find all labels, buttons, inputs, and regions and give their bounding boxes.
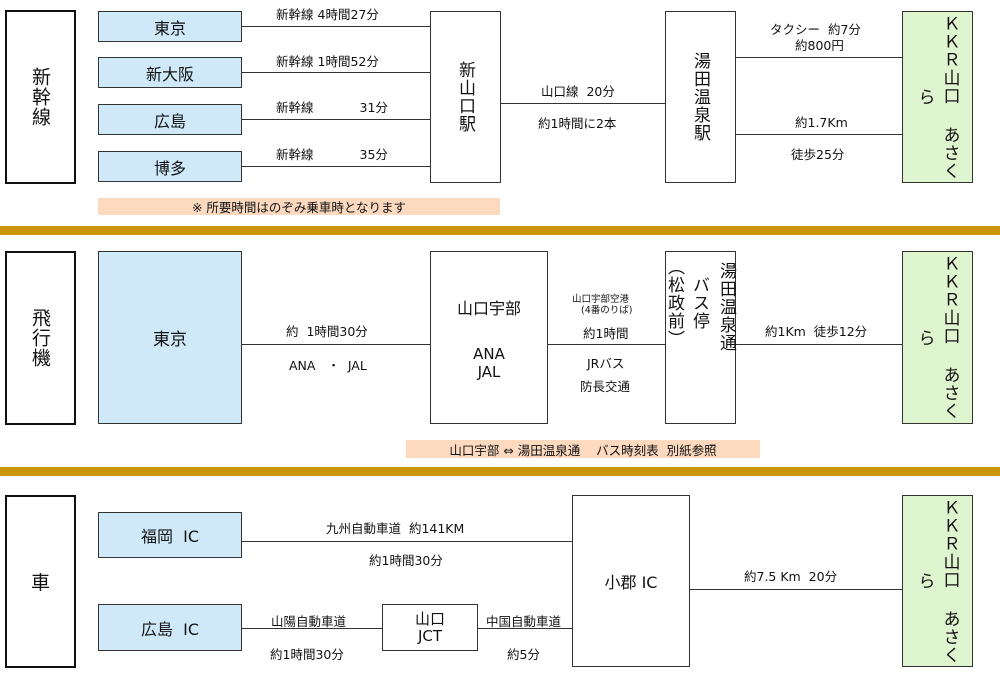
origin-tokyo: 東京 [98, 11, 242, 42]
route-line-1 [242, 26, 430, 27]
taxi-label: タクシー 約7分 [770, 22, 861, 37]
chugoku-expressway-label: 中国自動車道 [486, 614, 562, 629]
origin-hiroshima: 広島 [98, 104, 242, 135]
bus-stop-label: バス停 [689, 276, 709, 330]
route-label-2: 新幹線 1時間52分 [276, 54, 379, 69]
yuda-onsen-station: 湯田温泉駅 [665, 11, 736, 183]
yamaguchi-line-frequency: 約1時間に2本 [538, 116, 617, 131]
kyushu-expressway-line [242, 541, 572, 542]
airport-name: 山口宇部 [456, 298, 521, 318]
bus-stop-paren: （松政前） [664, 258, 684, 348]
walk-time: 徒歩25分 [791, 147, 845, 162]
car-final-label: 約7.5 Km 20分 [744, 569, 838, 584]
destination-kkr-yamaguchi: ＫＫＲ山口 あさくら [902, 11, 973, 183]
taxi-fare: 約800円 [795, 38, 844, 53]
section-separator-1 [0, 226, 1000, 235]
origin-hiroshima-ic: 広島 IC [98, 604, 242, 651]
route-line-4 [242, 166, 430, 167]
ogori-ic: 小郡 IC [572, 495, 690, 667]
destination-kkr-yamaguchi-car: ＫＫＲ山口 あさくら [902, 495, 973, 667]
bus-timetable-note: 山口宇部 ⇔ 湯田温泉通 バス時刻表 別紙参照 [406, 440, 760, 458]
origin-fukuoka-ic: 福岡 IC [98, 512, 242, 558]
bus-platform: (4番のりば) [581, 305, 633, 316]
origin-tokyo-air: 東京 [98, 251, 242, 424]
sanyo-expressway-label: 山陽自動車道 [271, 614, 347, 629]
bus-stop-yuda-onsen-dori: 湯田温泉通 バス停 （松政前） [662, 251, 736, 424]
route-line-3 [242, 119, 430, 120]
category-shinkansen: 新幹線 [5, 10, 76, 184]
car-final-line [690, 589, 902, 590]
airport-airline-ana: ANA [473, 344, 505, 363]
kyushu-expressway-label: 九州自動車道 約141KM [326, 521, 465, 536]
origin-hakata: 博多 [98, 151, 242, 182]
yamaguchi-line-label: 山口線 20分 [541, 84, 615, 99]
bus-line [548, 344, 665, 345]
yamaguchi-ube-airport: 山口宇部 ANA JAL [430, 251, 548, 424]
chugoku-expressway-line [478, 628, 572, 629]
origin-shin-osaka: 新大阪 [98, 57, 242, 88]
shinkansen-note: ※ 所要時間はのぞみ乗車時となります [98, 198, 500, 215]
airport-airline-jal: JAL [477, 362, 501, 381]
flight-line [242, 344, 430, 345]
route-line-2 [242, 72, 430, 73]
section-separator-2 [0, 467, 1000, 476]
destination-kkr-yamaguchi-air: ＫＫＲ山口 あさくら [902, 251, 973, 424]
air-walk-line [736, 344, 902, 345]
flight-time: 約 1時間30分 [286, 324, 368, 339]
bus-stop-name: 湯田温泉通 [716, 262, 736, 352]
taxi-line [736, 57, 902, 58]
flight-airlines: ANA ・ JAL [289, 358, 367, 373]
walk-distance: 約1.7Km [795, 115, 848, 130]
chugoku-expressway-time: 約5分 [507, 647, 540, 662]
yamaguchi-line [501, 103, 665, 104]
category-car: 車 [5, 495, 76, 668]
bus-stop-left-column: バス停 （松政前） [662, 258, 712, 348]
bus-jr: JRバス [587, 356, 625, 371]
bus-duration: 約1時間 [583, 326, 629, 341]
bus-origin: 山口宇部空港 [572, 294, 630, 305]
kyushu-expressway-time: 約1時間30分 [369, 553, 443, 568]
route-label-1: 新幹線 4時間27分 [276, 7, 379, 22]
sanyo-expressway-time: 約1時間30分 [270, 647, 344, 662]
shin-yamaguchi-station: 新山口駅 [430, 11, 501, 183]
air-walk-label: 約1Km 徒歩12分 [765, 324, 868, 339]
bus-bocho: 防長交通 [580, 379, 631, 394]
yamaguchi-jct: 山口 JCT [382, 604, 478, 651]
sanyo-expressway-line [242, 628, 382, 629]
walk-line [736, 134, 902, 135]
category-airplane: 飛行機 [5, 251, 76, 425]
